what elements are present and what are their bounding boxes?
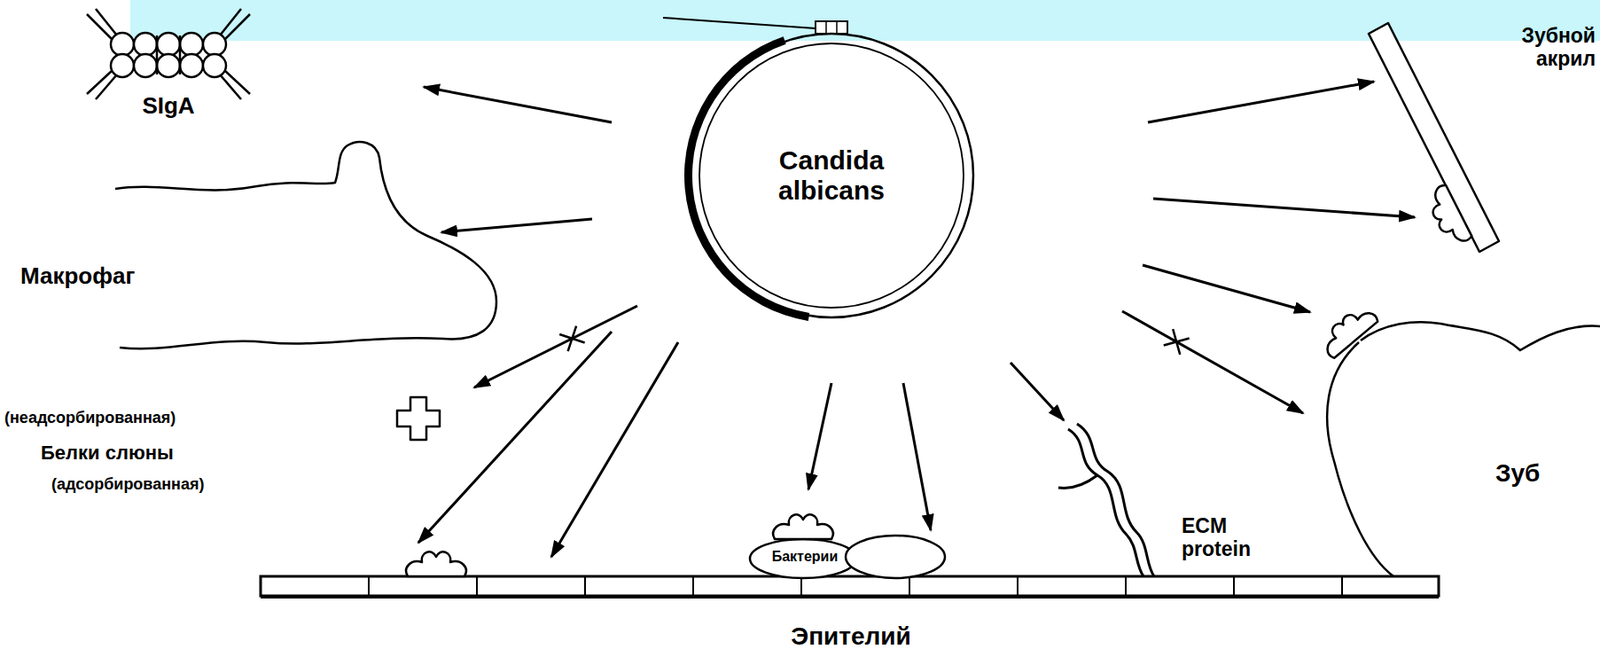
siga-arm [219,8,242,36]
protein-symbol [1423,183,1473,249]
siga-domain [202,54,227,78]
siga-arm [86,14,112,40]
siga-chain [156,35,159,75]
node-label: Зуб [1495,459,1567,488]
bacterium [845,535,945,578]
cell-border [908,576,911,596]
adhesion-arrow [441,218,593,233]
node-label: SIgA [84,93,253,120]
label-holder: Белки слюны [40,441,174,464]
siga-domain [133,32,157,56]
macrophage-outline [115,141,497,349]
adhesion-arrow [418,331,612,543]
tooth-outline [1360,321,1600,351]
siga-arm [86,70,112,94]
siga-domain [110,32,134,56]
ecm-node: ECM protein [1059,416,1279,578]
protein-node: (неадсорбированная) [1,400,454,437]
cell-border [1341,576,1343,596]
adhesion-arrow [1122,311,1304,414]
siga-chain [179,35,182,75]
node-label: Бактерии [758,548,851,565]
tooth-outline [1326,342,1394,577]
block-mark [568,326,577,352]
siga-domain [156,32,180,56]
epithelium-bar [260,594,1439,599]
adhesion-arrow [808,382,832,490]
cell-border [800,576,803,596]
antibody-node: SIgA [84,4,257,129]
cell-border [1016,576,1019,596]
acrylic-node: Зубной акрил [1347,13,1600,271]
siga-arm [225,70,250,94]
adhesion-arrow [1010,362,1064,421]
block-mark [1163,337,1190,345]
bacterium [749,538,857,578]
node-label: Макрофаг [20,263,176,290]
siga-arm [225,14,250,40]
protein-symbol [405,551,467,577]
sub-label: (адсорбированная) [51,475,204,494]
cell-border [1233,576,1235,596]
siga-domain [202,32,227,56]
label-holder: (адсорбированная) [51,475,204,494]
ecm-fiber [1068,429,1144,577]
siga-domain [179,32,203,56]
siga-domain [179,54,203,78]
cell-circle: Candida albicans [685,29,978,322]
siga-domain [156,54,180,78]
group-label: Белки слюны [40,441,174,464]
receptor-symbol [835,21,838,34]
node-label: ECM protein [1181,514,1275,562]
epithelium-bar [260,576,1439,596]
siga-arm [95,74,118,100]
ecm-fiber [1058,475,1098,488]
siga-domain [110,54,134,78]
protein-symbol [1317,301,1380,360]
ecm-fiber [1077,423,1155,577]
cell-membrane [699,43,964,308]
adhesion-arrow [474,305,638,388]
adhesion-arrow [1142,265,1311,313]
protein-symbol [772,514,834,539]
siga-arm [219,74,242,100]
node-label: Эпителий [257,622,1445,651]
cell-border [584,576,586,596]
adhesion-arrow [903,382,931,531]
macrophage-node: Макрофаг [15,141,513,355]
cell-border [476,576,478,596]
epithelium-cells [368,576,1343,596]
receptor-symbol [825,21,828,34]
adhesion-arrow [1147,81,1374,123]
tooth-node: Зуб [1289,310,1600,577]
epithelium-node: Эпителий [257,571,1449,661]
node-label: Candida albicans [738,145,925,207]
node-label: Зубной акрил [1506,23,1596,71]
protein-symbol [397,397,440,440]
receptor-line [663,17,816,29]
cell-border [692,576,695,596]
acrylic-strip [1368,23,1499,252]
siga-domain [133,54,157,78]
bacteria-node: Бактерии [749,537,945,578]
adhesion-arrow [551,342,679,557]
siga-molecule [86,8,250,100]
adhesion-arrow [423,86,612,123]
siga-arm [95,8,118,36]
cell-border [367,576,370,596]
cell-border [1124,576,1127,596]
adhesion-arrow [1153,198,1415,218]
node-label: (неадсорбированная) [4,408,209,428]
receptor-symbol [815,21,848,34]
